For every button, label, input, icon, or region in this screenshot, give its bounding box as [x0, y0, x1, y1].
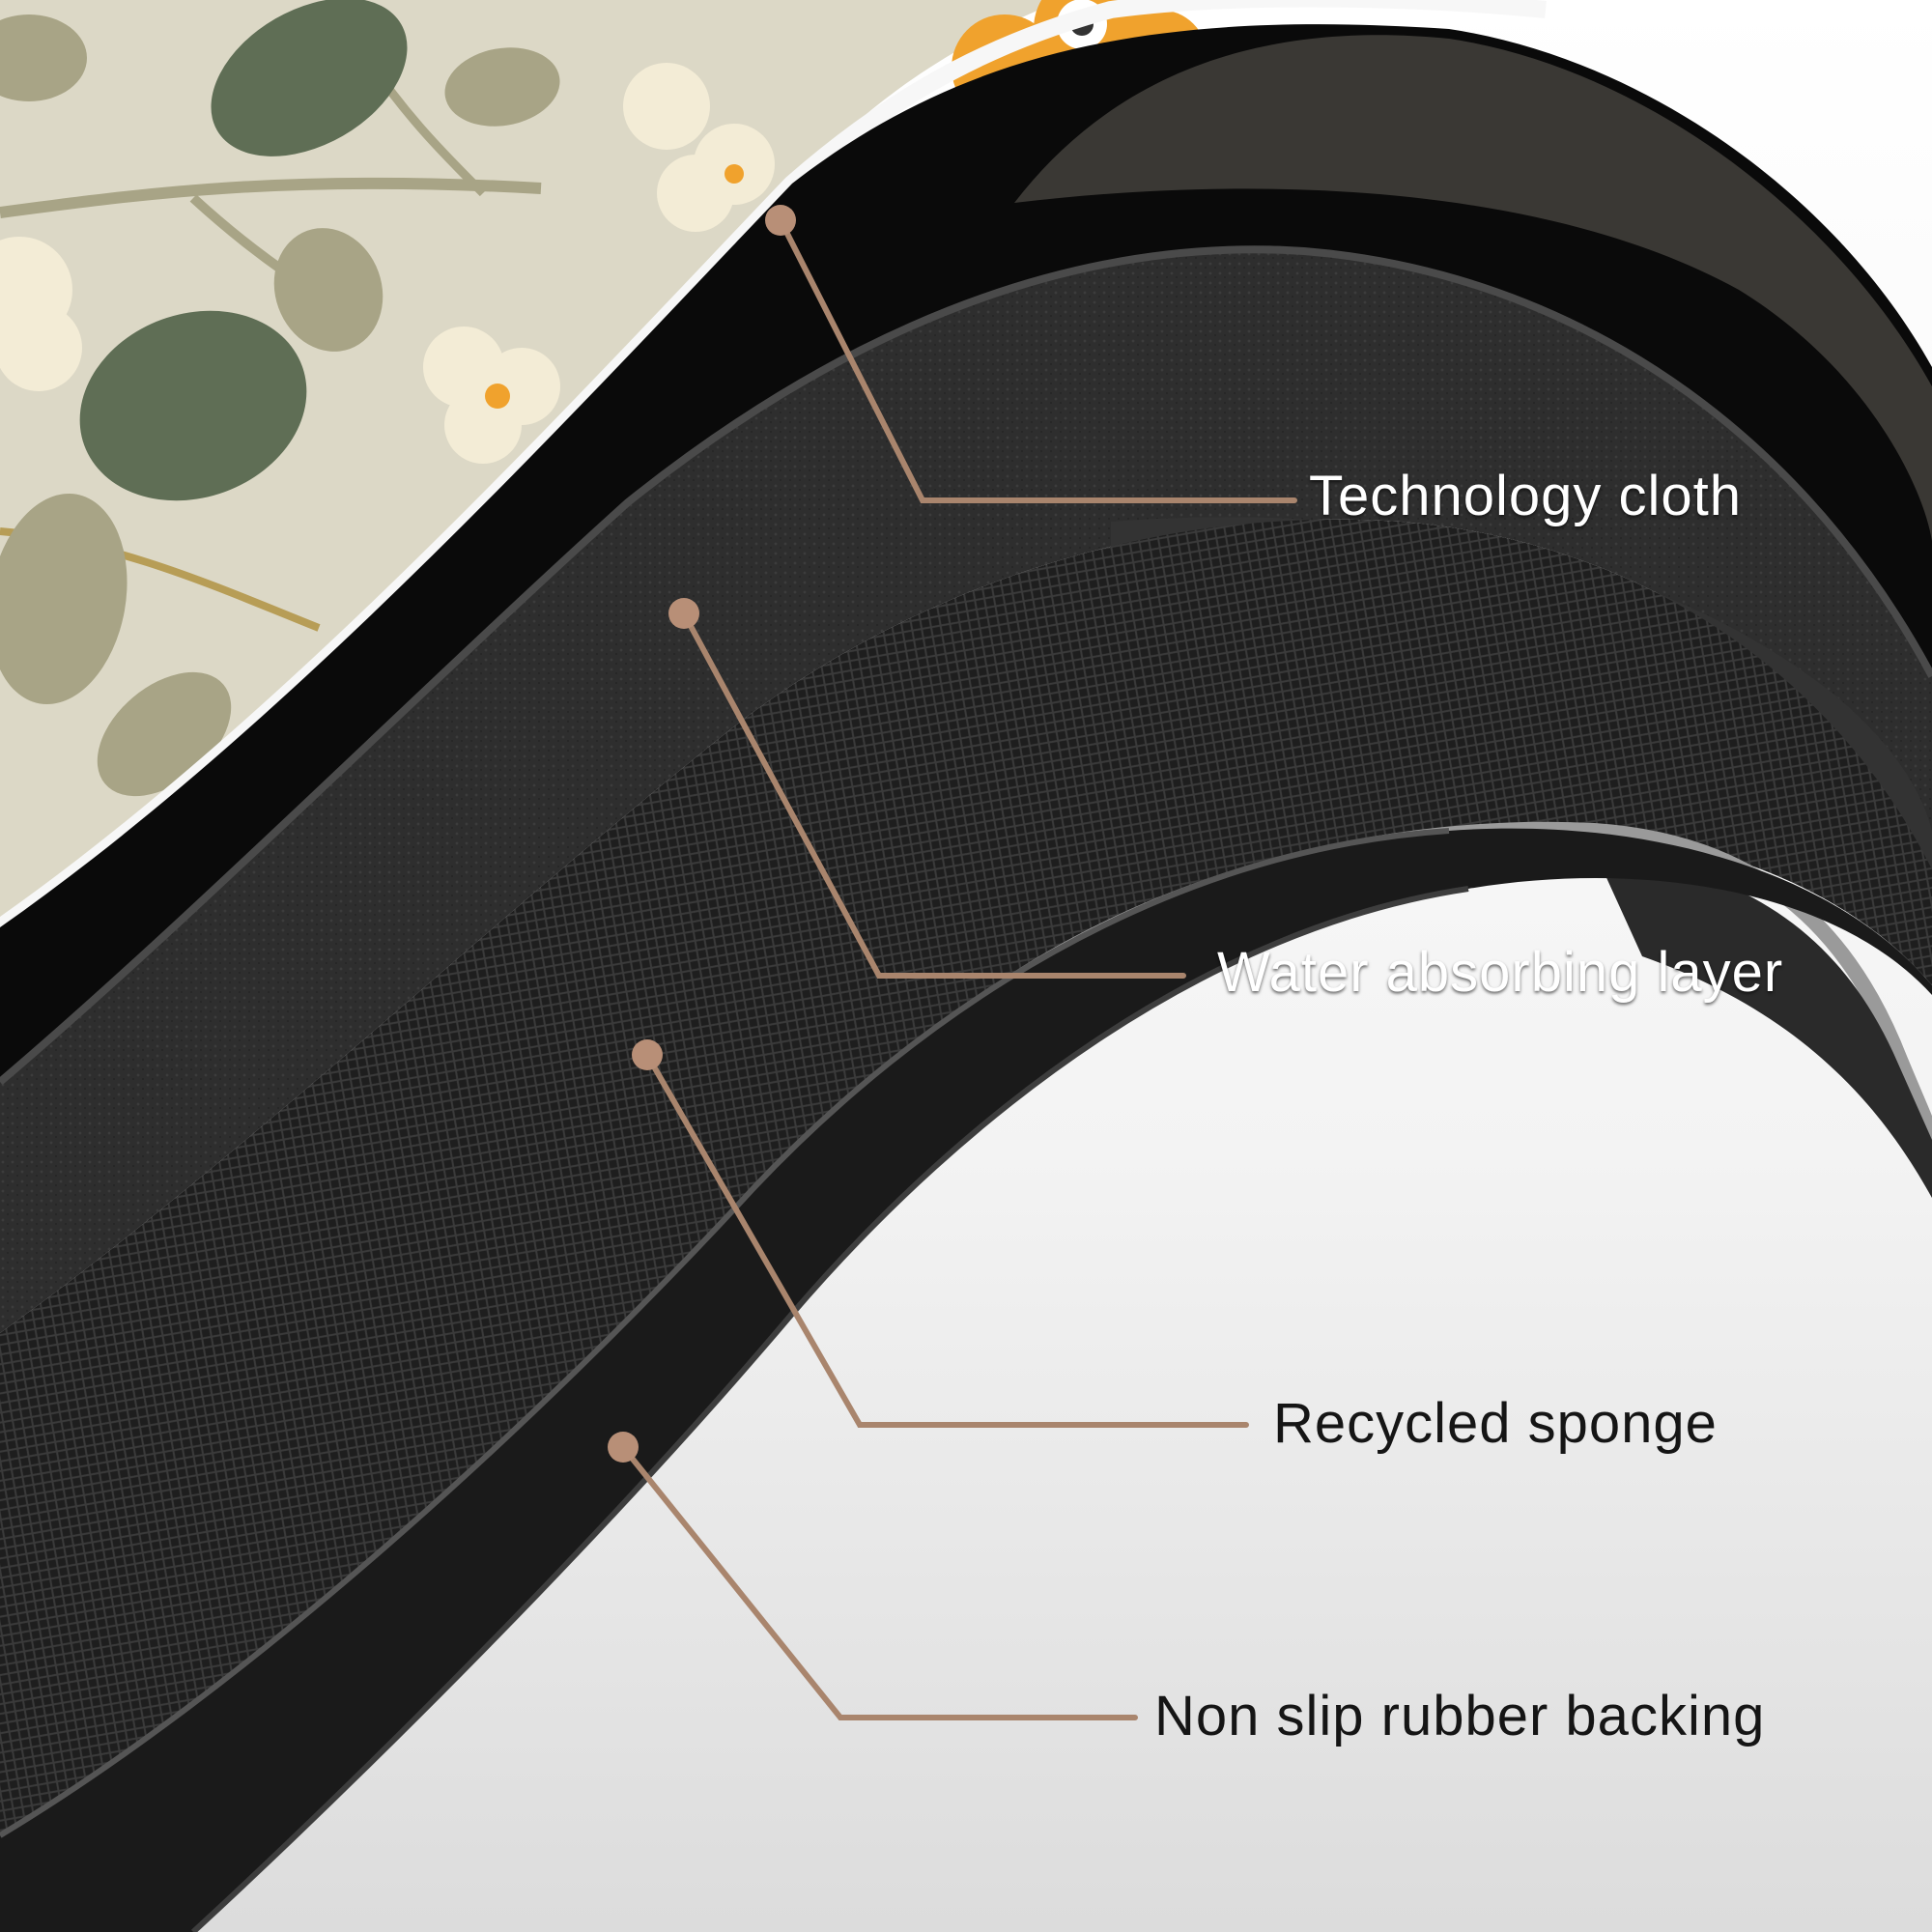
- label-recycled-sponge: Recycled sponge: [1273, 1392, 1718, 1455]
- recycled-sponge-band: [0, 519, 1932, 1835]
- technology-cloth-band: [0, 24, 1932, 1082]
- callout-line-technology-cloth: [778, 217, 1297, 503]
- callout-dot: [632, 1039, 663, 1070]
- cream-flower-icon: [0, 237, 82, 391]
- leaf-icon: [273, 228, 384, 352]
- cream-flower-icon: [423, 327, 560, 464]
- label-water-absorbing-layer: Water absorbing layer: [1217, 941, 1784, 1004]
- surface-edge-highlight: [0, 0, 1547, 935]
- callout-line-rubber-backing: [620, 1444, 1138, 1720]
- callout-dot: [765, 205, 796, 236]
- layer-divider: [190, 886, 1469, 1932]
- callout-line-water-absorbing: [681, 611, 1186, 979]
- cloth-underside: [1014, 35, 1932, 542]
- cream-flower-icon: [623, 63, 775, 232]
- layer-divider: [0, 245, 1932, 1086]
- backing-curl: [1594, 850, 1932, 1198]
- callout-dot: [608, 1432, 639, 1463]
- callout-dot: [668, 598, 699, 629]
- rubber-backing-band: [0, 828, 1932, 1932]
- label-technology-cloth: Technology cloth: [1309, 465, 1743, 527]
- leaf-icon: [444, 47, 560, 127]
- leaf-icon: [0, 493, 128, 705]
- leaf-icon: [0, 14, 87, 101]
- leaf-icon: [79, 310, 307, 501]
- layer-divider: [0, 828, 1450, 1838]
- label-non-slip-rubber-backing: Non slip rubber backing: [1154, 1685, 1766, 1747]
- leaf-icon: [211, 0, 408, 156]
- callout-line-recycled-sponge: [644, 1052, 1249, 1428]
- water-absorbing-band: [0, 249, 1932, 1333]
